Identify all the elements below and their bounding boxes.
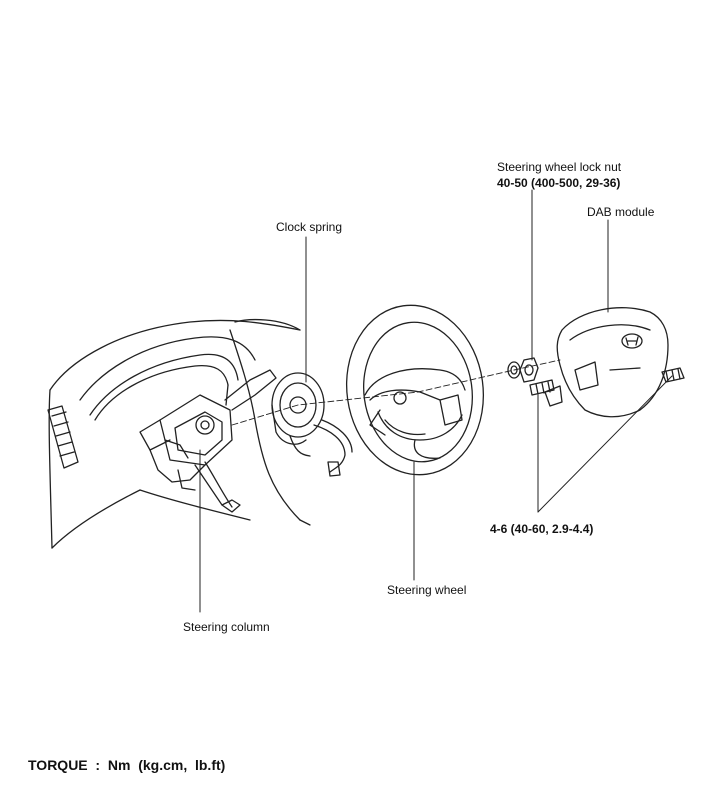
dab-module-label: DAB module (587, 205, 655, 219)
torque-units-footer: TORQUE : Nm (kg.cm, lb.ft) (28, 757, 226, 773)
steering-column-drawing (139, 369, 277, 513)
dashboard-drawing (47, 318, 311, 549)
steering-wheel-label: Steering wheel (387, 583, 467, 597)
lock-nut-label: Steering wheel lock nut (497, 160, 622, 174)
steering-wheel-drawing (345, 304, 485, 476)
bolts-drawing (529, 367, 685, 396)
lock-nut-torque-label: 40-50 (400-500, 29-36) (497, 176, 621, 190)
leader-lines (199, 189, 673, 613)
assembly-axis-line (231, 359, 561, 426)
lock-nut-drawing (507, 357, 539, 383)
dab-module-drawing (544, 307, 669, 418)
clock-spring-drawing (271, 372, 353, 477)
steering-column-label: Steering column (183, 620, 270, 634)
bolt-torque-label: 4-6 (40-60, 2.9-4.4) (490, 522, 594, 536)
clock-spring-label: Clock spring (276, 220, 343, 234)
